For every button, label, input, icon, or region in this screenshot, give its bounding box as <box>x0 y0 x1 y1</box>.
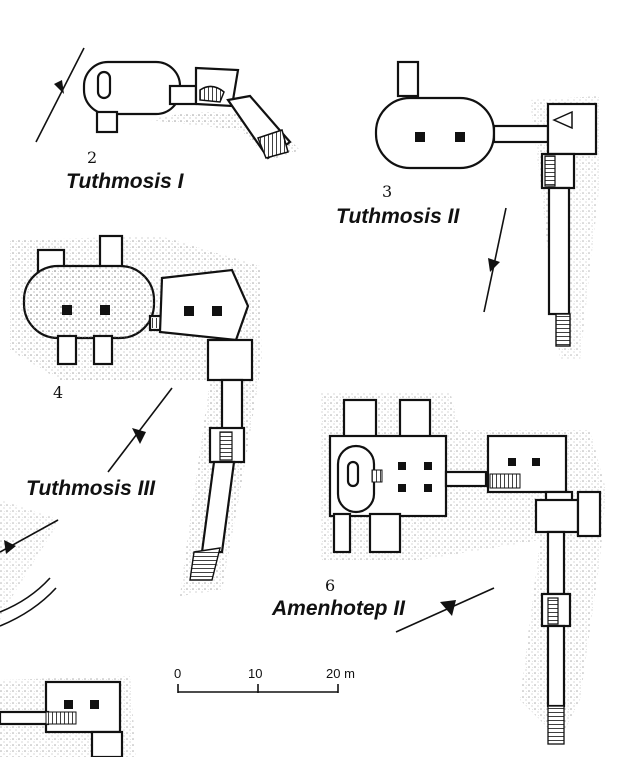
north-arrow-icon <box>107 387 173 473</box>
tomb-number-label: 2 <box>87 148 98 167</box>
tomb-plan-tuthmosis-ii <box>374 60 600 360</box>
tomb-name-label: Amenhotep II <box>272 597 406 620</box>
north-arrow-icon <box>395 587 495 633</box>
tomb-number-label: 4 <box>53 383 64 402</box>
north-arrow-icon <box>35 47 85 143</box>
tomb-name-label: Tuthmosis III <box>26 477 156 500</box>
tomb-plan-tuthmosis-i <box>35 47 300 160</box>
scale-bar <box>177 684 339 693</box>
scale-tick-label: 0 <box>174 666 182 681</box>
tomb-name-label: Tuthmosis II <box>336 205 460 228</box>
tomb-plan-partial <box>0 500 136 757</box>
tomb-name-label: Tuthmosis I <box>66 170 184 193</box>
tomb-number-label: 3 <box>382 182 393 201</box>
tomb-number-label: 6 <box>325 576 336 595</box>
scale-tick-label: 20 m <box>326 666 355 681</box>
north-arrow-icon <box>483 207 507 313</box>
scale-tick-label: 10 <box>248 666 263 681</box>
tomb-plan-amenhotep-ii <box>320 392 606 745</box>
tomb-plan-tuthmosis-iii <box>10 234 262 596</box>
north-arrow-icon <box>0 519 59 554</box>
